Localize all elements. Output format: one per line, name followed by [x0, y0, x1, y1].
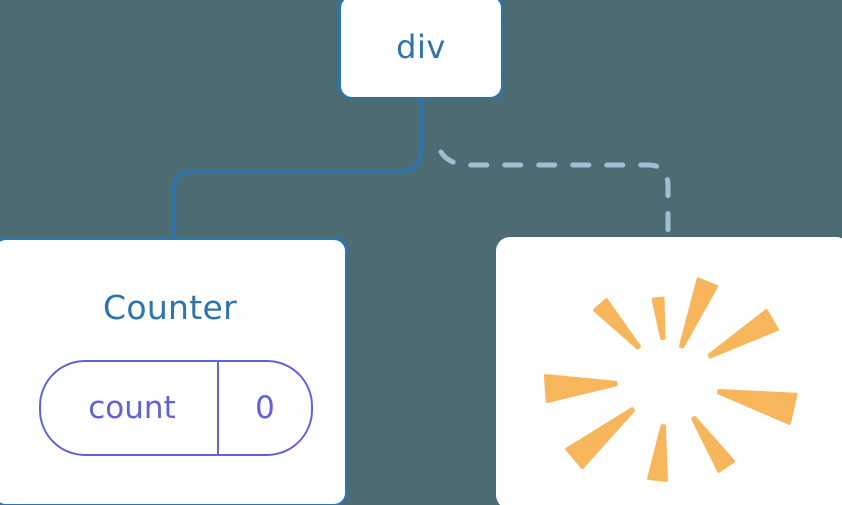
node-counter-label: Counter — [103, 288, 237, 327]
sparkle-ray-7 — [716, 389, 798, 425]
sparkle-ray-5 — [647, 424, 668, 482]
connector-div-to-flash — [438, 149, 671, 243]
sparkle-ray-0 — [678, 277, 719, 349]
state-value-label: 0 — [217, 362, 311, 454]
sparkle-ray-4 — [565, 407, 635, 470]
connector-div-to-counter — [171, 98, 423, 242]
sparkle-ray-3 — [543, 374, 618, 403]
node-div-label: div — [396, 28, 446, 66]
node-render-flash[interactable] — [496, 237, 842, 505]
node-div[interactable]: div — [338, 0, 504, 100]
sparkle-ray-8 — [707, 309, 779, 359]
state-key-label: count — [88, 390, 176, 426]
state-pill-count[interactable]: count 0 — [39, 360, 313, 456]
sparkle-ray-2 — [593, 298, 641, 350]
node-counter[interactable]: Counter count 0 — [0, 237, 348, 505]
sparkle-ray-1 — [651, 296, 666, 340]
sparkle-burst-icon — [543, 277, 798, 482]
sparkle-ray-6 — [691, 416, 736, 473]
